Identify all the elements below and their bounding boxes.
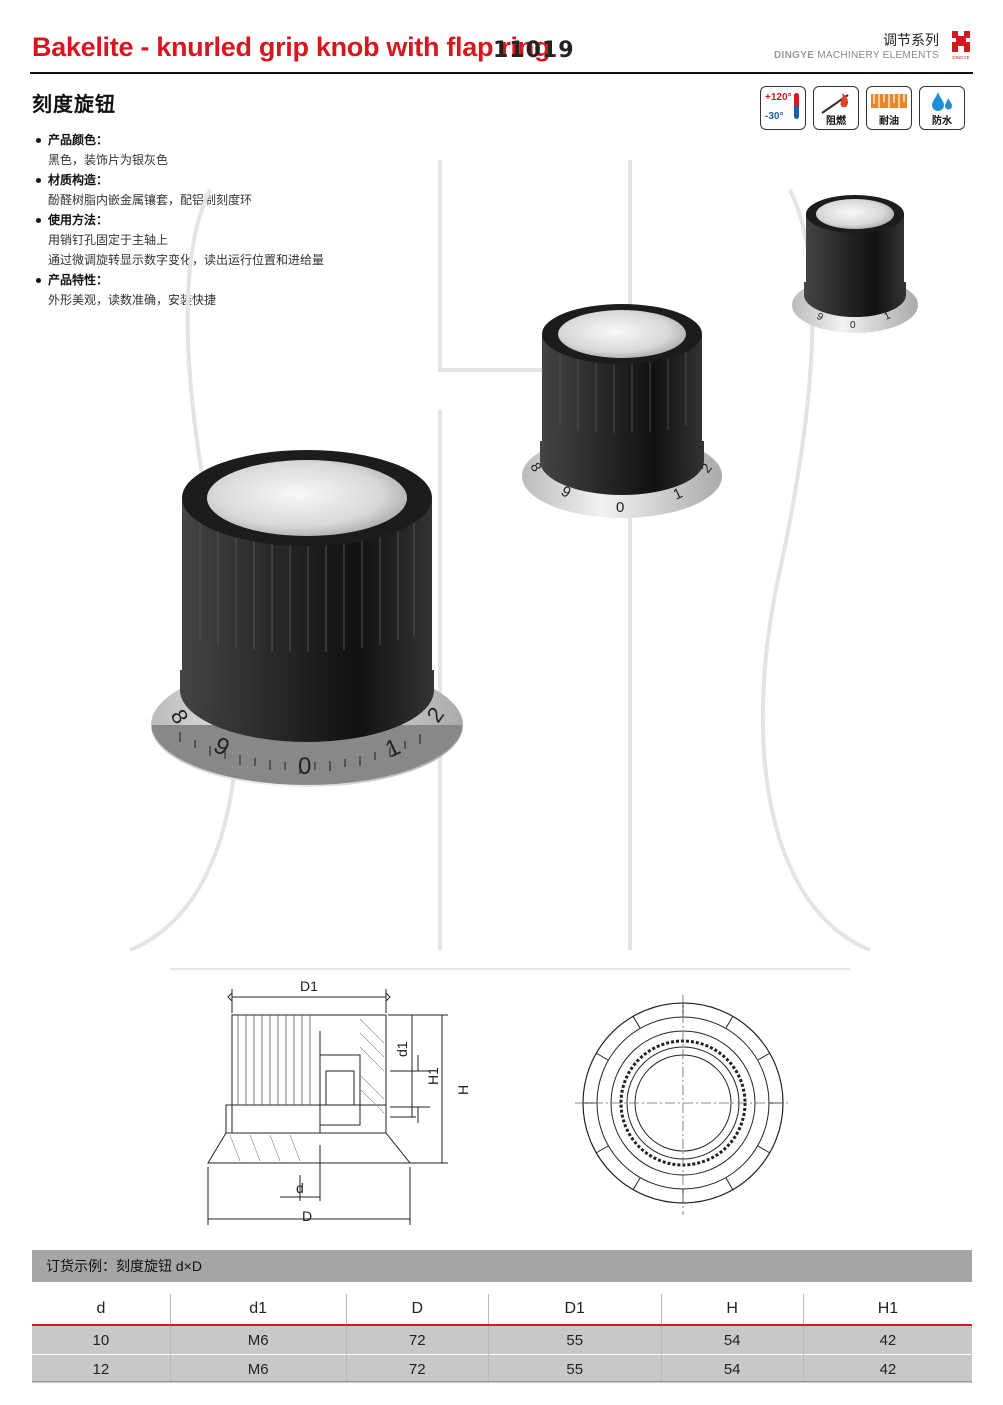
feature-material: 材质构造： 酚醛树脂内嵌金属镶套，配铝制刻度环 [34,170,324,210]
dial-number-0: 0 [616,499,624,516]
table-cell: 12 [92,1360,110,1378]
knob-small-photo: 9 0 1 [792,195,918,333]
dial-number-9: 9 [815,311,826,324]
series-name: 调节系列 [883,32,939,48]
order-example-bar: 订货示例：刻度旋钮 d×D [32,1250,972,1282]
dim-d-label: d [296,1180,304,1196]
table-cell: 42 [802,1325,972,1355]
dim-H1-label: H1 [425,1067,441,1085]
dial-number-0: 0 [850,320,856,331]
table-cell: 72 [345,1325,489,1355]
dial-number-1: 1 [883,310,893,323]
header-divider [30,72,973,74]
knob-large-photo: 8 9 0 1 2 [151,450,463,787]
flame-retardant-icon [821,93,849,114]
col-header-D: D [345,1294,489,1325]
table-cell: 55 [487,1354,662,1383]
temp-low: -30° [765,111,784,122]
feature-usage: 使用方法： 用销钉孔固定于主轴上 通过微调旋转显示数字变化，读出运行位置和进给量 [34,210,324,270]
badge-label-oil: 耐油 [879,116,899,127]
product-subtitle: 刻度旋钮 [32,94,116,116]
table-cell: 72 [345,1354,489,1383]
badge-label-flame: 阻燃 [826,116,846,127]
oil-resistant-badge: 耐油 [866,86,912,130]
table-cell: 55 [487,1325,662,1355]
col-header-d1: d1 [169,1294,347,1325]
product-title: Bakelite - knurled grip knob with flap r… [32,32,551,62]
col-header-D1: D1 [487,1294,662,1325]
feature-color: 产品颜色： 黑色，装饰片为银灰色 [34,130,324,170]
table-row: 12 M6 72 55 54 42 [32,1354,972,1383]
dim-D1-label: D1 [300,978,318,994]
dim-H-label: H [455,1085,471,1095]
col-header-H: H [660,1294,804,1325]
table-cell: 54 [660,1354,804,1383]
badge-label-water: 防水 [932,116,952,127]
dial-number-0: 0 [298,753,311,780]
dingye-logo-icon: DINGYE [952,31,970,60]
table-cell: M6 [169,1325,347,1355]
col-header-d: d [96,1300,106,1317]
property-badges: +120° -30° 阻燃 耐油 防水 [760,86,965,130]
col-header-H1: H1 [802,1294,972,1325]
table-cell: 10 [92,1331,110,1349]
feature-list: 产品颜色： 黑色，装饰片为银灰色 材质构造： 酚醛树脂内嵌金属镶套，配铝制刻度环… [34,130,324,310]
feature-characteristics: 产品特性： 外形美观，读数准确，安装快捷 [34,270,324,310]
thermometer-icon [794,93,799,119]
table-bottom-rule [32,1381,972,1382]
dim-D-label: D [302,1208,312,1224]
flame-retardant-badge: 阻燃 [813,86,859,130]
waterproof-badge: 防水 [919,86,965,130]
logo-text: DINGYE [952,55,969,60]
spec-table: d d1 D D1 H H1 10 M6 72 55 54 42 12 M6 7… [32,1294,972,1383]
dim-d1-label: d1 [394,1041,410,1057]
table-row: 10 M6 72 55 54 42 [32,1325,972,1355]
table-cell: 42 [802,1354,972,1383]
waterproof-icon [932,92,952,111]
brand-tagline: MACHINERY ELEMENTS [817,50,939,61]
oil-resistant-icon [871,94,907,108]
product-code: 11019 [493,38,575,63]
table-cell: M6 [169,1354,347,1383]
table-cell: 54 [660,1325,804,1355]
brand-name: DINGYE [774,50,815,61]
side-section-drawing: D1 d1 H1 H d D [207,978,471,1225]
temp-high: +120° [765,92,792,103]
brand-line: DINGYE MACHINERY ELEMENTS [774,50,939,61]
temperature-badge: +120° -30° [760,86,806,130]
knob-medium-photo: 8 9 0 1 2 [522,304,722,518]
top-view-drawing [575,995,791,1215]
table-header-row: d d1 D D1 H H1 [32,1294,972,1325]
